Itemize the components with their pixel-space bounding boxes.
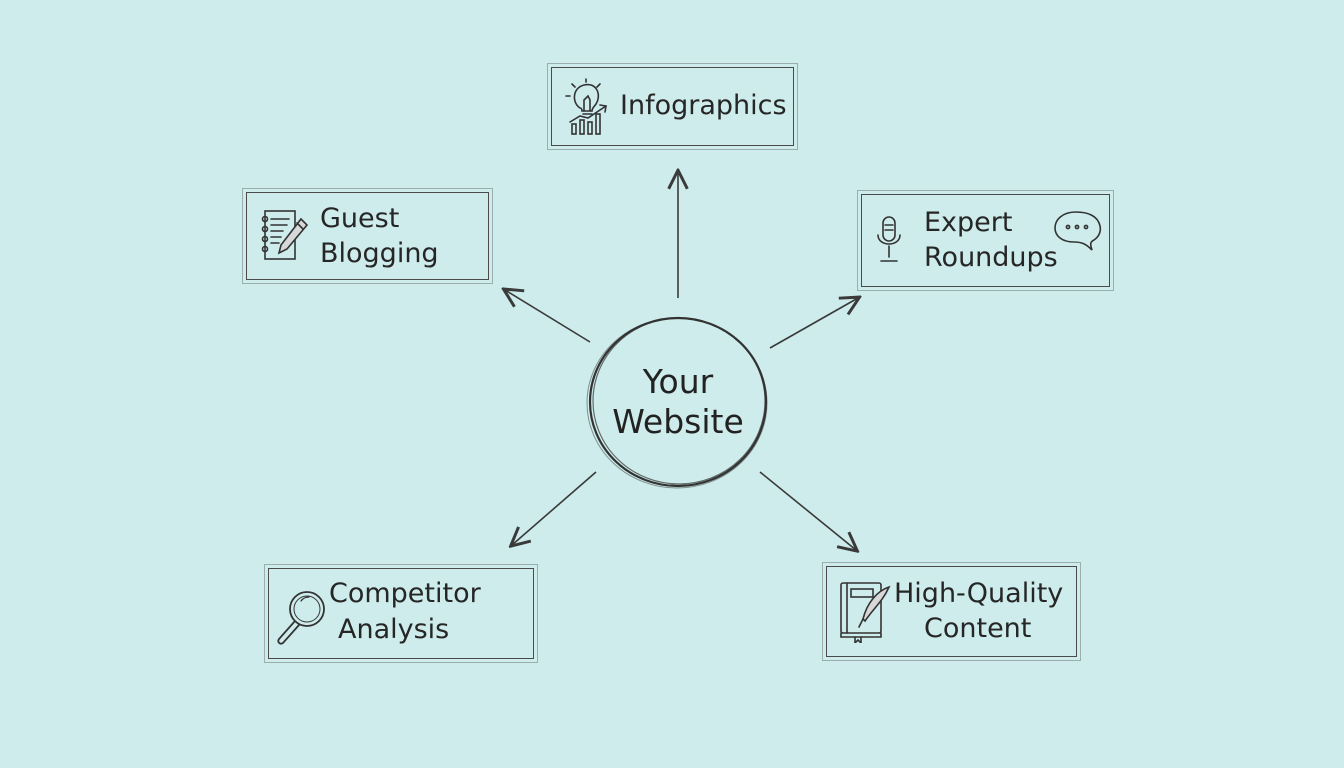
center-node: Your Website bbox=[590, 318, 766, 486]
node-guest-blogging: Guest Blogging bbox=[242, 188, 493, 284]
lightbulb-growth-icon bbox=[565, 78, 607, 135]
book-quill-icon bbox=[840, 582, 891, 643]
arrow-to-expert-roundups bbox=[769, 298, 858, 349]
magnifier-icon bbox=[277, 591, 325, 645]
center-line-1: Your bbox=[642, 362, 714, 401]
node-high-quality-content-line-1: High-Quality bbox=[894, 578, 1064, 609]
node-expert-roundups-line-2: Roundups bbox=[924, 242, 1058, 273]
microphone-icon bbox=[877, 216, 901, 262]
arrow-to-guest-blogging bbox=[505, 290, 591, 343]
speech-bubble-icon bbox=[1054, 211, 1102, 251]
arrow-to-high-quality-content bbox=[759, 471, 856, 550]
center-circle bbox=[586, 316, 768, 489]
node-expert-roundups: Expert Roundups bbox=[857, 190, 1114, 291]
node-competitor-analysis: Competitor Analysis bbox=[264, 564, 538, 663]
node-competitor-analysis-line-1: Competitor bbox=[329, 578, 481, 609]
arrow-to-competitor-analysis bbox=[512, 471, 597, 545]
node-high-quality-content-line-2: Content bbox=[924, 613, 1032, 644]
node-high-quality-content: High-Quality Content bbox=[822, 562, 1081, 661]
node-guest-blogging-line-2: Blogging bbox=[320, 238, 439, 269]
node-guest-blogging-line-1: Guest bbox=[320, 203, 400, 234]
node-expert-roundups-line-1: Expert bbox=[924, 207, 1013, 238]
node-infographics-label: Infographics bbox=[620, 90, 787, 121]
node-competitor-analysis-line-2: Analysis bbox=[338, 614, 450, 645]
node-infographics: Infographics bbox=[547, 63, 798, 150]
center-line-2: Website bbox=[612, 402, 744, 441]
notepad-pencil-icon bbox=[261, 210, 309, 260]
